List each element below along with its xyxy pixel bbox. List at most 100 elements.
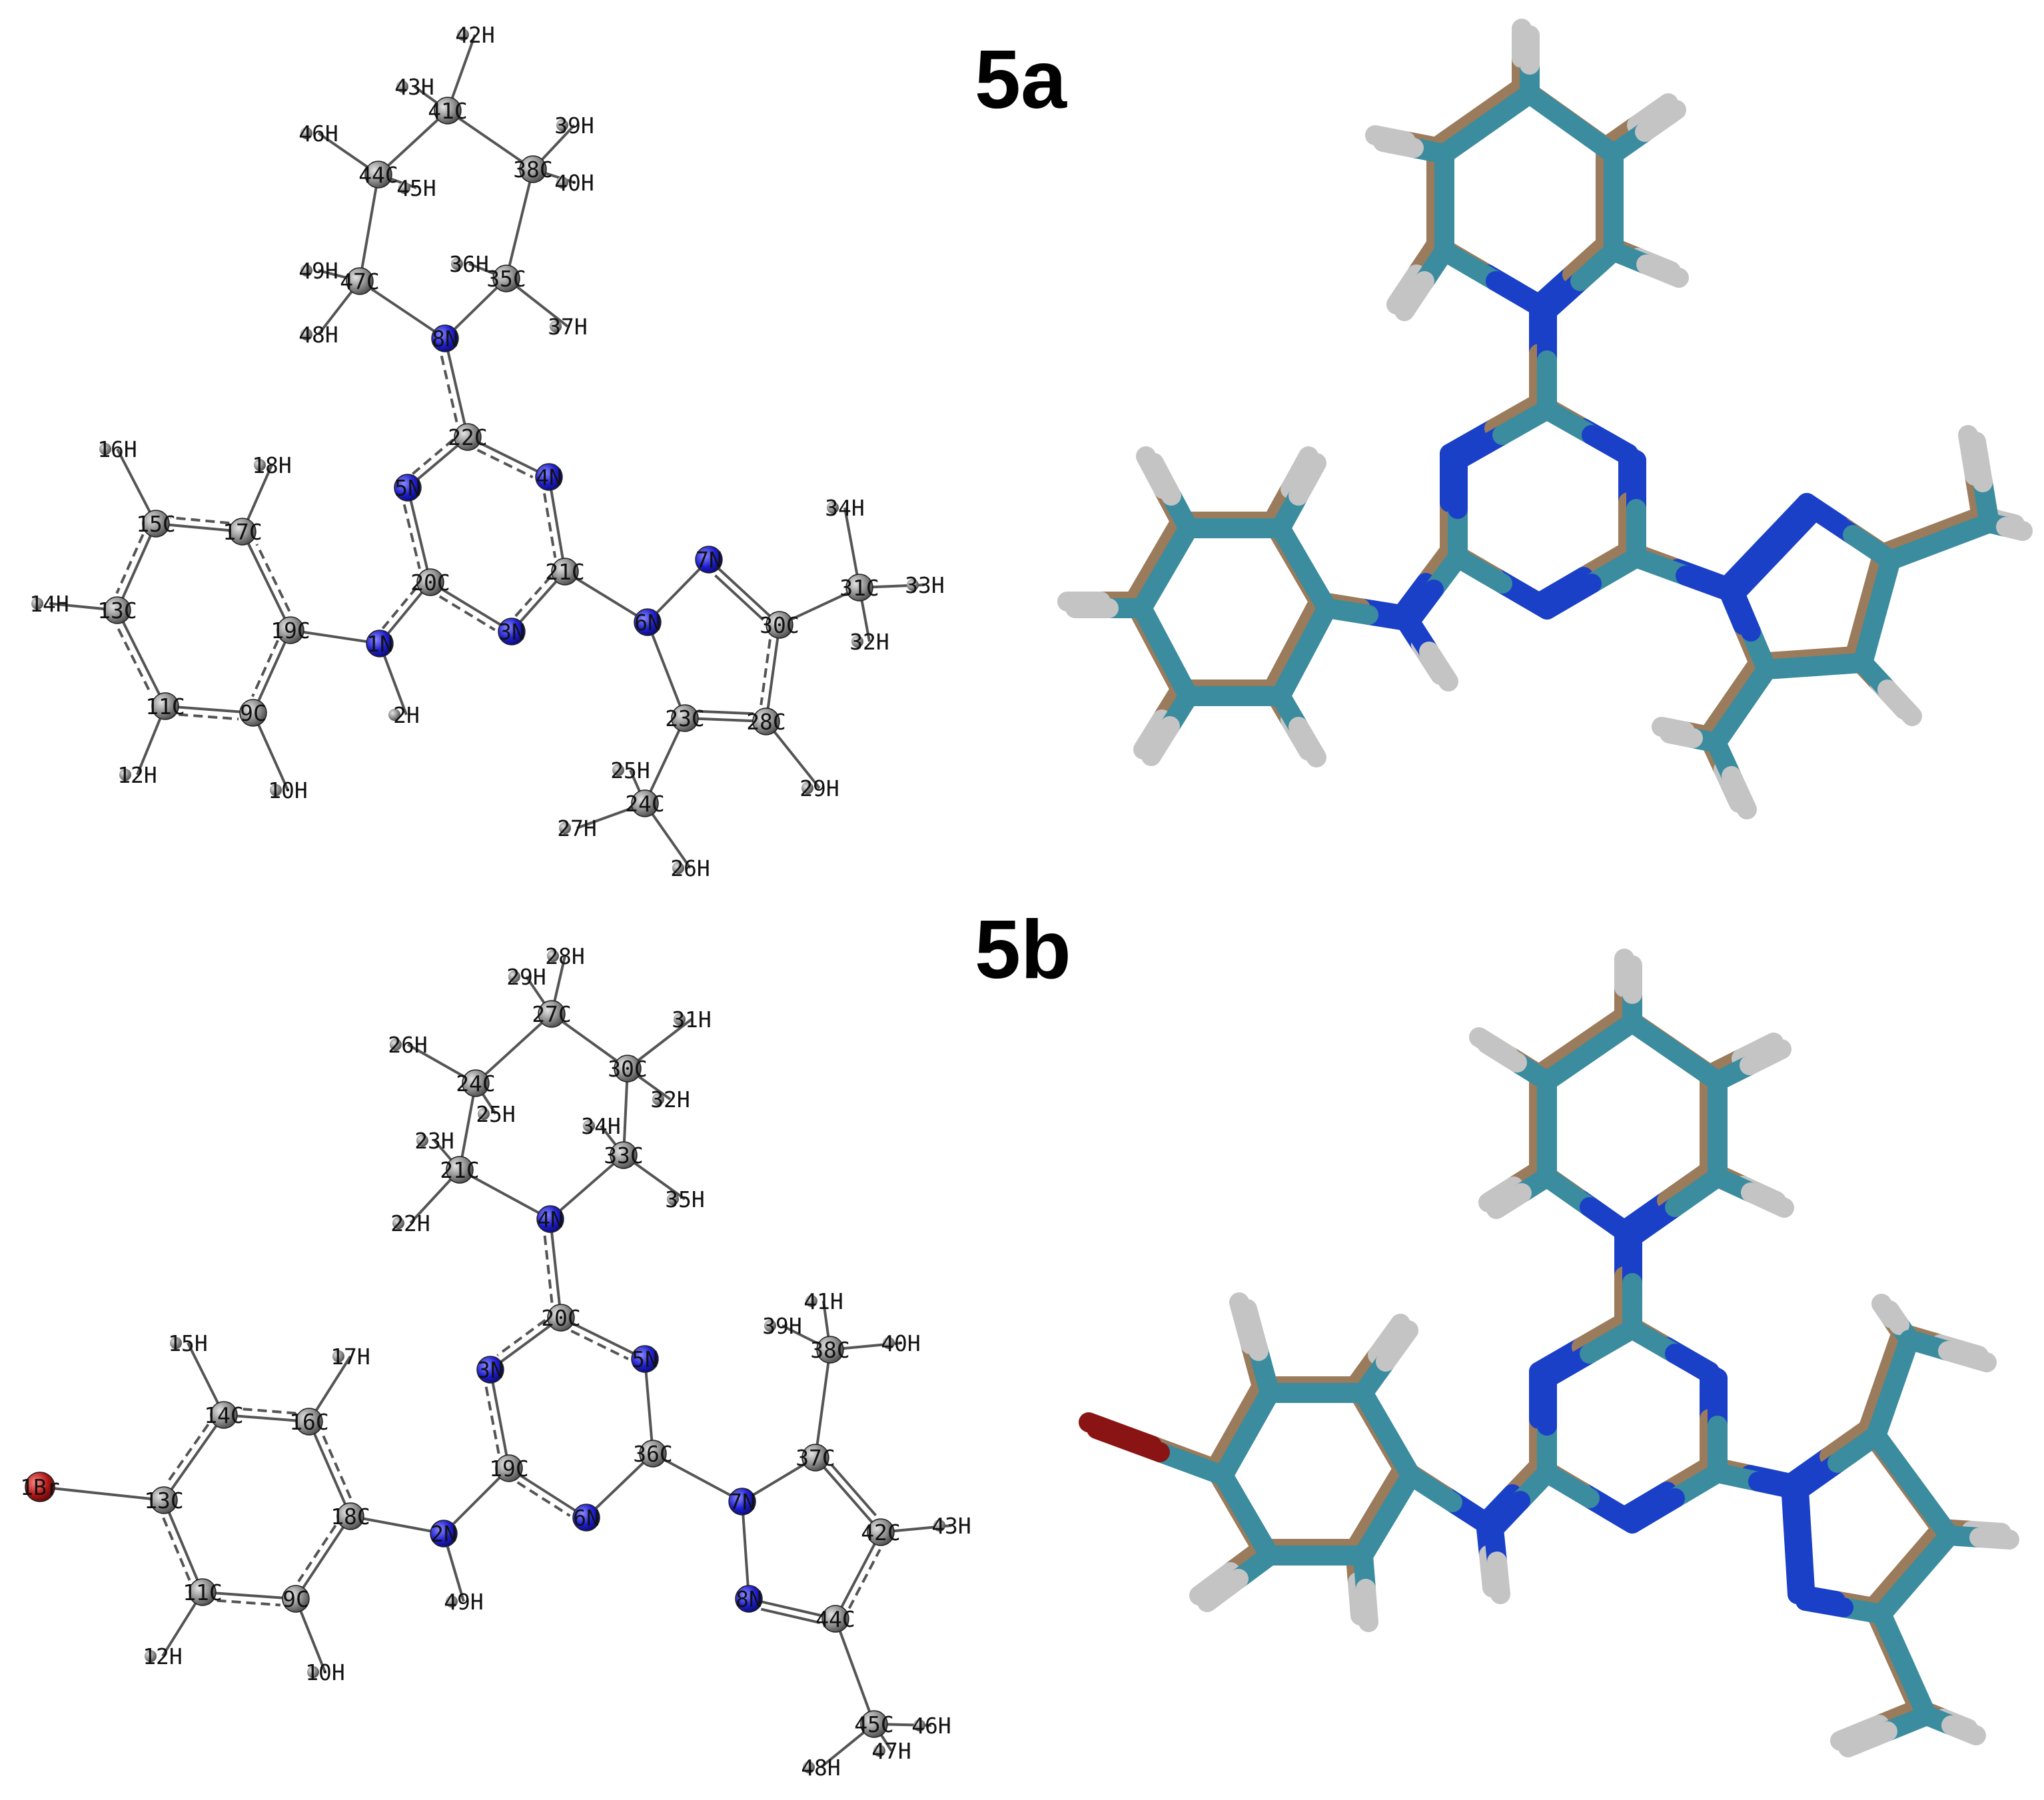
overlay-bond: [1789, 1480, 1812, 1556]
atom-label: 46H: [911, 1713, 951, 1739]
hydrogen-sphere: [170, 1337, 182, 1349]
aromatic-bond: [251, 640, 279, 697]
atom-27C: 27C: [532, 1000, 572, 1028]
overlay-bond: [1376, 1320, 1418, 1372]
atom-3N: 3N: [476, 1356, 504, 1384]
atom-sphere: [860, 1710, 888, 1738]
atom-sphere: [25, 1472, 55, 1502]
overlay-bond: [1879, 1300, 1909, 1335]
atom-label: 35C: [486, 266, 526, 292]
atom-label: 18C: [330, 1504, 370, 1530]
atom-label: 34H: [825, 495, 865, 521]
atom-12H: 12H: [117, 762, 157, 788]
atom-32H: 32H: [849, 629, 889, 655]
overlay-bond: [1636, 254, 1689, 288]
aromatic-bond: [381, 586, 418, 630]
atom-5N: 5N: [631, 1345, 659, 1373]
hydrogen-sphere: [145, 1650, 157, 1662]
atom-label: 1N: [366, 631, 393, 657]
hydrogen-sphere: [667, 1193, 679, 1205]
atom-sphere: [103, 596, 131, 624]
overlay-bond: [1741, 1182, 1794, 1218]
aromatic-bond: [115, 534, 145, 594]
atom-28C: 28C: [746, 707, 786, 735]
atom-label: 6N: [573, 1505, 600, 1531]
atom-label: 30C: [608, 1056, 648, 1082]
atom-8N: 8N: [431, 324, 459, 352]
atom-49H: 49H: [298, 258, 338, 284]
hydrogen-sphere: [547, 950, 559, 962]
atom-44C: 44C: [358, 161, 398, 189]
hydrogen-sphere: [416, 1134, 428, 1146]
hydrogen-sphere: [99, 443, 111, 455]
hydrogen-sphere: [933, 1520, 945, 1532]
bond: [550, 1013, 629, 1070]
atom-label: 26H: [670, 855, 710, 881]
atom-14C: 14C: [204, 1401, 244, 1429]
bond: [834, 1532, 882, 1619]
atom-5N: 5N: [394, 474, 422, 502]
hydrogen-sphere: [550, 320, 562, 332]
hydrogen-sphere: [307, 1666, 319, 1678]
atom-15C: 15C: [136, 510, 176, 538]
hydrogen-sphere: [31, 598, 43, 610]
overlay-bond: [1419, 642, 1458, 691]
atom-label: 22C: [448, 424, 488, 450]
overlay-bond: [1288, 453, 1326, 506]
bond: [560, 1316, 646, 1360]
atom-sphere: [631, 1345, 659, 1373]
atom-label: 31H: [672, 1007, 712, 1033]
atom-label: 36H: [449, 251, 489, 277]
overlay-bond: [1237, 1299, 1269, 1361]
atom-17H: 17H: [330, 1344, 370, 1370]
atom-25H: 25H: [610, 757, 650, 783]
atom-30C: 30C: [608, 1055, 648, 1083]
overlay-bond: [1969, 1528, 2019, 1550]
atom-label: 7N: [729, 1489, 756, 1515]
panel-label-5b: 5b: [975, 904, 1071, 996]
atom-sphere: [434, 97, 462, 125]
hydrogen-sphere: [392, 1217, 404, 1229]
hydrogen-sphere: [652, 1093, 664, 1105]
atom-sphere: [695, 546, 723, 574]
atom-40H: 40H: [554, 170, 594, 196]
bond: [241, 531, 292, 631]
atom-8N: 8N: [735, 1585, 763, 1613]
atom-12H: 12H: [143, 1643, 183, 1669]
atom-sphere: [821, 1605, 849, 1633]
atom-18C: 18C: [330, 1502, 370, 1530]
atom-label: 28H: [545, 943, 585, 969]
bond: [779, 586, 860, 626]
aromatic-bond: [543, 493, 557, 558]
atom-39H: 39H: [554, 113, 594, 139]
atom-label: 40H: [881, 1330, 921, 1356]
hydrogen-sphere: [801, 782, 813, 794]
bond: [223, 1414, 310, 1423]
atom-label: 13C: [97, 598, 137, 624]
atom-31C: 31C: [839, 574, 879, 602]
bond: [765, 720, 821, 789]
atom-label: 47C: [340, 268, 380, 294]
atom-49H: 49H: [444, 1589, 484, 1615]
overlay-5a: [1057, 19, 2033, 819]
atom-22H: 22H: [390, 1210, 430, 1236]
atom-43H: 43H: [931, 1513, 971, 1539]
bond: [429, 581, 513, 633]
hydrogen-sphere: [851, 636, 863, 648]
atom-sphere: [336, 1502, 364, 1530]
aromatic-bond: [847, 1548, 881, 1609]
aromatic-bond: [570, 1329, 629, 1360]
atom-sphere: [430, 1520, 458, 1548]
hydrogen-sphere: [270, 784, 282, 796]
atom-label: 41H: [803, 1288, 843, 1314]
atom-label: 24C: [456, 1071, 496, 1097]
atom-42H: 42H: [455, 22, 495, 48]
atom-11C: 11C: [183, 1578, 223, 1606]
atom-18H: 18H: [252, 452, 292, 478]
bond: [39, 1486, 165, 1502]
overlay-bond: [1133, 709, 1172, 759]
overlay-bond: [1996, 517, 2033, 541]
